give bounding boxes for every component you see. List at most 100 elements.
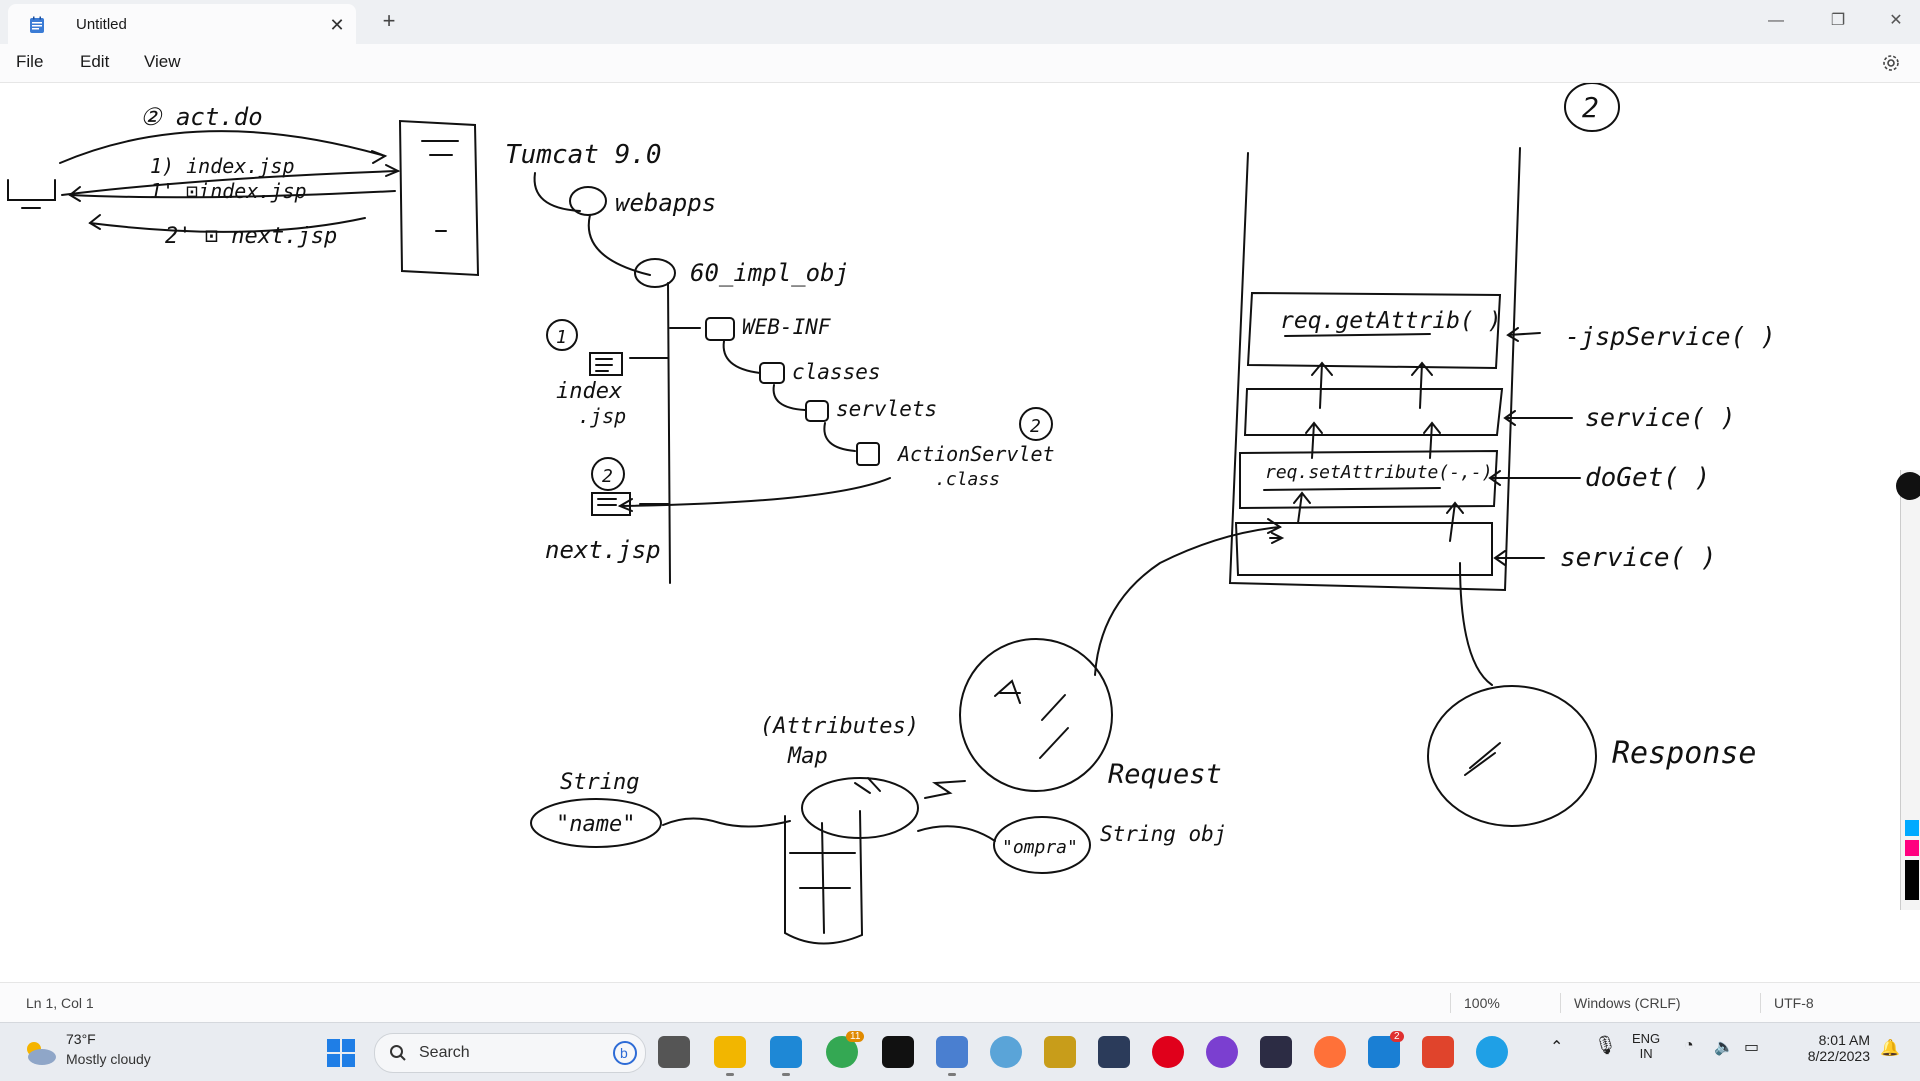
label-webapps: webapps xyxy=(615,189,716,217)
clock-time: 8:01 AM xyxy=(1818,1032,1870,1048)
label-corner-2: 2 xyxy=(1582,91,1599,124)
file-explorer-icon[interactable] xyxy=(714,1036,746,1068)
tab-title: Untitled xyxy=(76,16,127,33)
weather-temperature[interactable]: 73°F xyxy=(66,1031,96,1047)
label-action-servlet-ext: .class xyxy=(935,469,1000,490)
status-bar: Ln 1, Col 1 100% Windows (CRLF) UTF-8 xyxy=(0,982,1920,1023)
taskbar-search[interactable]: Search b xyxy=(374,1033,646,1073)
taskbar: 73°F Mostly cloudy Search b 11 2 ⌃ 🎙 E xyxy=(0,1022,1920,1081)
label-index-request: 1) index.jsp xyxy=(150,154,295,178)
new-tab-button[interactable]: + xyxy=(382,8,396,33)
label-next-response: 2' ⊡ next.jsp xyxy=(165,224,337,249)
terminal-icon[interactable] xyxy=(882,1036,914,1068)
label-attributes: (Attributes) xyxy=(760,714,919,739)
encoding: UTF-8 xyxy=(1774,995,1814,1011)
label-next-jsp: next.jsp xyxy=(545,536,661,564)
bing-icon[interactable]: b xyxy=(613,1041,637,1065)
label-map: Map xyxy=(787,744,828,769)
chrome-notification-badge: 11 xyxy=(846,1031,865,1042)
pen-app-icon[interactable] xyxy=(1044,1036,1076,1068)
label-index: index xyxy=(556,379,622,404)
language-indicator[interactable]: ENG IN xyxy=(1632,1031,1660,1061)
menu-bar: File Edit View xyxy=(0,44,1920,83)
vscode-icon[interactable] xyxy=(770,1036,802,1068)
battery-icon[interactable]: ▭ xyxy=(1744,1039,1760,1056)
line-ending: Windows (CRLF) xyxy=(1574,995,1681,1011)
label-ompra-value: "ompra" xyxy=(1002,837,1078,858)
label-act-do: ② act.do xyxy=(140,103,263,131)
running-indicator xyxy=(782,1073,790,1076)
weather-description[interactable]: Mostly cloudy xyxy=(66,1051,151,1067)
overlay-pen-toolbar[interactable] xyxy=(1900,470,1920,910)
task-view-icon[interactable] xyxy=(658,1036,690,1068)
cursor-position: Ln 1, Col 1 xyxy=(26,995,94,1011)
menu-view[interactable]: View xyxy=(144,52,181,71)
label-string-obj: String obj xyxy=(1100,822,1226,846)
start-windows-icon[interactable] xyxy=(326,1038,356,1068)
label-index-response: 1' ⊡index.jsp xyxy=(150,179,307,203)
label-project: 60_impl_obj xyxy=(690,259,849,287)
w-app-badge: 2 xyxy=(1390,1031,1404,1042)
chevron-up-icon[interactable]: ⌃ xyxy=(1550,1039,1564,1056)
label-doget: doGet( ) xyxy=(1585,463,1710,493)
notepad-taskbar-icon[interactable] xyxy=(936,1036,968,1068)
search-icon xyxy=(390,1045,406,1061)
label-req-get: req.getAttrib( ) xyxy=(1280,308,1502,334)
tab-untitled[interactable]: Untitled ✕ xyxy=(8,4,356,44)
status-divider xyxy=(1560,993,1561,1013)
weather-cloud-icon[interactable] xyxy=(22,1037,58,1067)
color-swatch-black[interactable] xyxy=(1905,860,1919,900)
close-tab-icon[interactable]: ✕ xyxy=(329,15,345,35)
running-indicator xyxy=(726,1073,734,1076)
label-num-2b: 2 xyxy=(1030,416,1041,437)
notepad-icon xyxy=(30,16,44,33)
infinity-app-icon[interactable] xyxy=(1206,1036,1238,1068)
firefox-icon[interactable] xyxy=(1314,1036,1346,1068)
color-swatch-pink[interactable] xyxy=(1905,840,1919,856)
volume-icon[interactable]: 🔈 xyxy=(1714,1039,1734,1056)
mysql-icon[interactable] xyxy=(1098,1036,1130,1068)
microphone-icon[interactable]: 🎙 xyxy=(1594,1035,1617,1055)
status-divider xyxy=(1760,993,1761,1013)
maximize-button[interactable]: ❐ xyxy=(1830,12,1846,29)
label-tomcat: Tumcat 9.0 xyxy=(505,140,662,170)
clock[interactable]: 8:01 AM 8/22/2023 xyxy=(1786,1032,1870,1064)
lang-bottom: IN xyxy=(1639,1046,1653,1061)
label-servlets: servlets xyxy=(836,397,937,421)
label-req-set: req.setAttribute(-,-) xyxy=(1265,462,1493,483)
svg-text:b: b xyxy=(620,1045,628,1061)
close-window-button[interactable]: ✕ xyxy=(1889,12,1903,29)
color-swatch-blue[interactable] xyxy=(1905,820,1919,836)
editor-canvas[interactable]: ② act.do 1) index.jsp 1' ⊡index.jsp 2' ⊡… xyxy=(0,83,1920,981)
label-name-key: "name" xyxy=(556,812,635,837)
label-service-1: service( ) xyxy=(1585,403,1736,432)
label-num-1: 1 xyxy=(556,327,567,348)
title-bar: Untitled ✕ + — ❐ ✕ xyxy=(0,0,1920,44)
globe-app-icon[interactable] xyxy=(990,1036,1022,1068)
red-app-icon[interactable] xyxy=(1422,1036,1454,1068)
zoom-level: 100% xyxy=(1464,995,1500,1011)
label-action-servlet: ActionServlet xyxy=(896,442,1055,466)
notification-bell-icon[interactable]: 🔔 xyxy=(1880,1040,1900,1057)
minimize-button[interactable]: — xyxy=(1768,12,1784,29)
handwritten-diagram: ② act.do 1) index.jsp 1' ⊡index.jsp 2' ⊡… xyxy=(7,83,1776,945)
label-string-type: String xyxy=(560,770,639,795)
label-classes: classes xyxy=(792,360,881,384)
running-indicator xyxy=(948,1073,956,1076)
search-label: Search xyxy=(419,1044,470,1061)
label-index-ext: .jsp xyxy=(578,404,626,428)
lang-top: ENG xyxy=(1632,1031,1661,1046)
menu-edit[interactable]: Edit xyxy=(80,52,110,71)
label-num-2: 2 xyxy=(602,466,613,487)
label-jsp-service: -jspService( ) xyxy=(1565,322,1776,351)
pen-tool-icon[interactable] xyxy=(1896,472,1920,500)
edge-icon[interactable] xyxy=(1476,1036,1508,1068)
menu-file[interactable]: File xyxy=(16,52,44,71)
settings-gear-icon[interactable] xyxy=(1880,52,1902,74)
kali-icon[interactable] xyxy=(1260,1036,1292,1068)
wifi-icon[interactable]: ◔ xyxy=(1684,1037,1694,1054)
label-response: Response xyxy=(1612,736,1757,771)
label-web-inf: WEB-INF xyxy=(742,315,831,339)
clock-date: 8/22/2023 xyxy=(1807,1048,1870,1064)
opera-icon[interactable] xyxy=(1152,1036,1184,1068)
